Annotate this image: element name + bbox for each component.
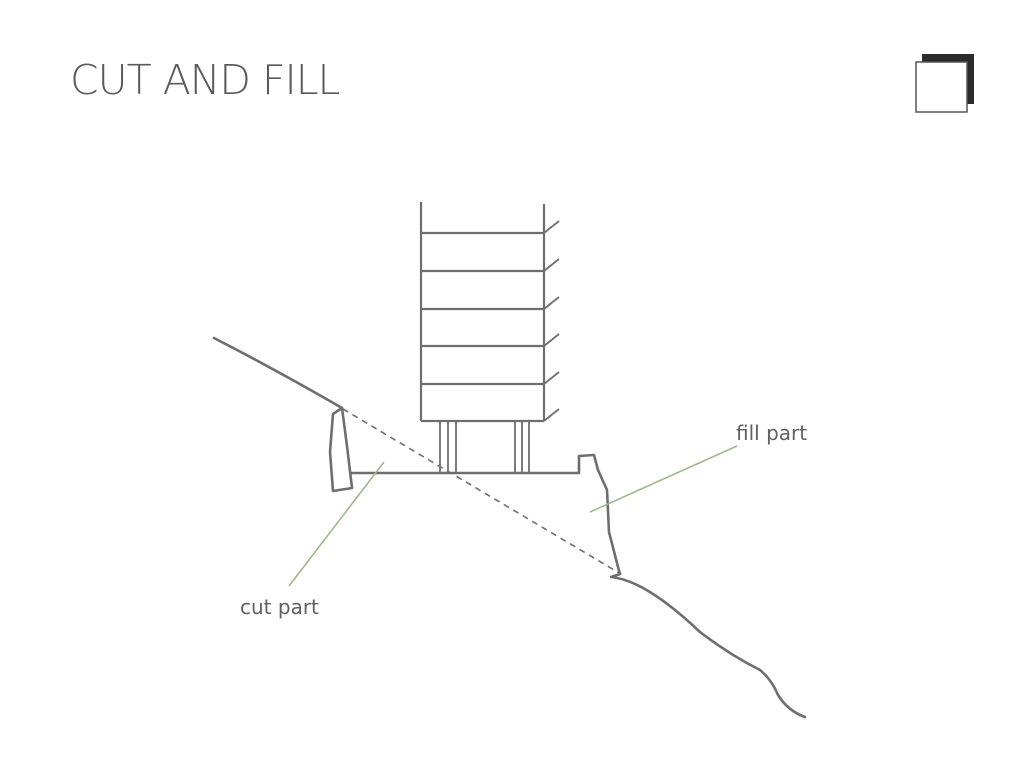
balcony-tick	[543, 296, 560, 310]
graded-platform	[350, 453, 600, 475]
fill-slope	[596, 468, 622, 576]
original-ground-line	[342, 408, 622, 575]
balcony-tick	[543, 371, 560, 385]
corner-frame-logo-icon	[915, 54, 974, 113]
upper-natural-ground	[212, 336, 344, 410]
balcony-tick	[543, 333, 560, 347]
fill-leader-line	[589, 445, 738, 513]
balcony-tick	[543, 258, 560, 272]
balcony-tick	[543, 408, 560, 422]
cut-retaining-wall	[328, 406, 354, 493]
page-title: CUT AND FILL	[70, 56, 340, 104]
logo-front-square	[915, 61, 968, 113]
cut-part-label: cut part	[240, 595, 319, 619]
fill-part-label: fill part	[736, 421, 807, 445]
cut-leader-line	[288, 461, 385, 587]
building	[419, 202, 560, 473]
lower-natural-ground	[609, 572, 807, 719]
balcony-tick	[543, 220, 560, 234]
